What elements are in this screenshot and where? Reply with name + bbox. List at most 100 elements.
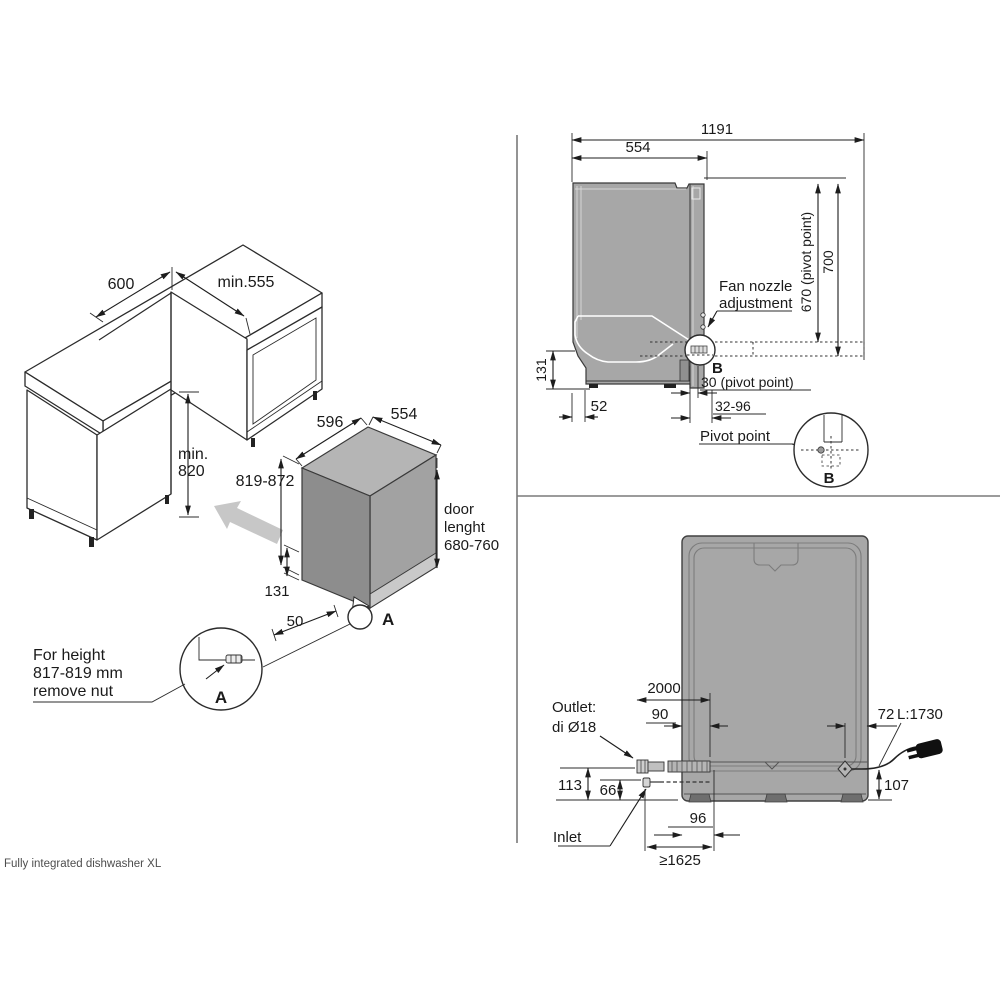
dim-min-hose: ≥1625 [646,844,713,869]
fan-nozzle-annotation: Fan nozzle adjustment [707,278,793,328]
dim-90-label: 90 [652,706,669,723]
dim-door-open: 700 [820,183,841,357]
dim-131-iso-label: 131 [264,583,289,600]
plug-icon [906,739,943,760]
door-swing-dashed-lines [640,341,865,357]
dim-height-range: 819-872 [236,455,300,576]
hinge-bracket [679,359,690,382]
circle-b-label: B [824,470,835,487]
dim-min820-label-2: 820 [178,463,205,480]
dim-72-label: 72 [878,706,895,723]
dim-596-label: 596 [317,414,344,431]
marker-b-label: B [712,360,723,377]
dim-30-label: 30 (pivot point) [701,374,794,390]
remove-nut-note: For height 817-819 mm remove nut [33,647,186,703]
rear-view: 2000 90 72 L:1730 Outlet: di Ø18 113 [552,535,943,869]
fan-label-2: adjustment [719,295,793,312]
dim-131-side-label: 131 [533,358,549,382]
dim-32-96-label: 32-96 [715,398,751,414]
rear-foot-right [840,793,864,803]
dim-inlet-height: 66 [600,779,623,801]
isometric-view: 600 min.555 min. 820 [24,244,499,711]
page-caption: Fully integrated dishwasher XL [4,858,162,870]
dim-inlet-offset: 96 [654,810,740,838]
panel-dividers [516,135,1000,843]
dim-base-height-iso: 131 [264,544,300,600]
push-in-arrow [214,501,283,544]
dim-width-554-iso: 554 [368,406,442,454]
outlet-hose [636,759,711,774]
rear-view-body [681,535,869,803]
note-line-3: remove nut [33,683,114,700]
fan-label-1: Fan nozzle [719,278,792,295]
cord-length-annotation: L:1730 [878,706,943,767]
side-foot-rear [589,384,598,388]
power-cord [837,739,943,778]
door-hook [691,187,701,200]
rear-top-tab [753,543,799,572]
dim-min555-label: min.555 [218,274,275,291]
inlet-hose [642,777,712,788]
cord-length-label: L:1730 [897,706,943,723]
dim-554-side-label: 554 [625,139,650,156]
side-view: 1191 554 670 (pivot point) 700 [533,121,869,488]
rear-foot-center [764,793,788,803]
dim-819-872-label: 819-872 [236,473,295,490]
dim-pivot-height: 670 (pivot point) [704,177,846,343]
fan-nozzle-dot-lower [700,324,706,330]
dim-base-height-side: 131 [533,350,590,390]
pivot-detail-circle-b: B [793,412,869,488]
right-cabinet [246,306,323,447]
note-line-1: For height [33,647,106,664]
dim-554-iso-label: 554 [391,406,418,423]
dim-depth-596: 596 [295,414,368,467]
door-length-label-3: 680-760 [444,537,499,554]
fan-nozzle-dot-upper [700,312,706,318]
dim-cabinet-width: 600 [89,267,173,323]
marker-a-label: A [382,610,394,629]
dim-outlet-offset: 90 [646,706,728,729]
dim-back-gap: 52 [559,390,607,422]
niche-interior [98,291,248,494]
dim-total-depth: 1191 [571,121,865,360]
dim-2000-label: 2000 [647,680,680,697]
dim-niche-width: min.555 [175,271,275,335]
outlet-label-1: Outlet: [552,699,596,716]
dishwasher-isometric [300,426,438,614]
dim-50-label: 50 [287,613,304,630]
dim-107-label: 107 [884,777,909,794]
pivot-point-dot [817,446,825,454]
dim-door-length: door lenght 680-760 [434,458,499,569]
leveling-nut [225,654,243,664]
detail-circle-a: A [179,627,263,711]
door-length-label-1: door [444,501,474,518]
dim-min820-label-1: min. [178,446,208,463]
dim-cord-height: 107 [876,769,909,800]
dim-66-label: 66 [600,782,617,799]
dim-cord-offset: 72 [827,706,897,729]
dim-niche-height: min. 820 [178,391,208,518]
dim-52-label: 52 [591,398,608,415]
dim-drain-hose: 2000 [636,680,711,703]
pivot-point-label: Pivot point [700,428,771,445]
outlet-annotation: Outlet: di Ø18 [552,699,634,759]
dim-outlet-height: 113 [558,767,591,801]
dim-foot-offset: 50 [271,604,339,642]
note-line-2: 817-819 mm [33,665,123,682]
dim-96-label: 96 [690,810,707,827]
detail-marker-a: A [262,604,394,668]
rear-foot-left [688,793,712,803]
dim-body-depth: 554 [571,139,708,180]
circle-a-label: A [215,688,227,707]
side-view-body [572,182,706,389]
left-cabinet [26,388,172,547]
side-foot-front [664,384,676,388]
dim-113-label: 113 [558,777,582,794]
outlet-label-2: di Ø18 [552,719,596,736]
door-length-label-2: lenght [444,519,486,536]
dim-670-label: 670 (pivot point) [798,212,814,312]
dim-1191-label: 1191 [701,121,733,138]
inlet-label: Inlet [553,829,582,846]
